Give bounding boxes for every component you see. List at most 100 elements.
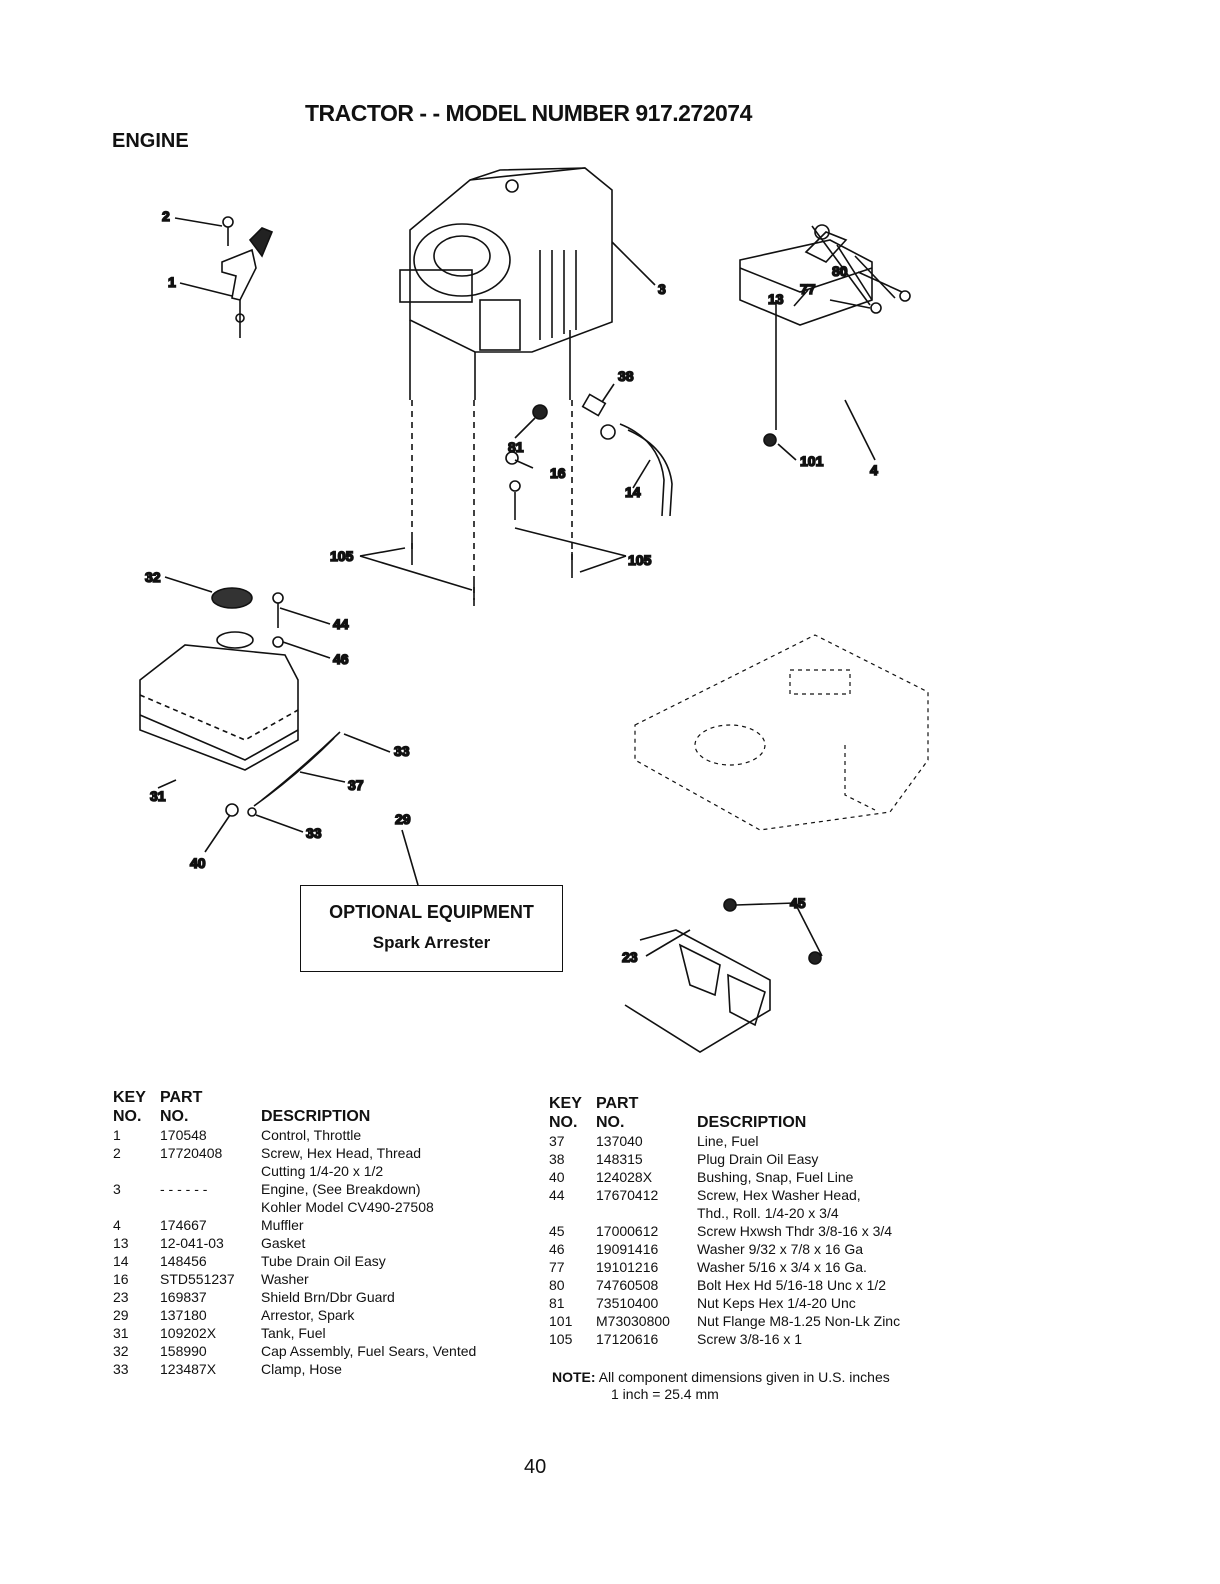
part-description: Clamp, Hose — [261, 1360, 476, 1378]
part-number: 158990 — [160, 1343, 207, 1359]
mounting-screws-drawing — [359, 400, 627, 606]
description-line: Cap Assembly, Fuel Sears, Vented — [261, 1343, 477, 1359]
frame-drawing — [634, 634, 929, 831]
optional-equipment-item: Spark Arrester — [372, 933, 491, 952]
description-line: Cutting 1/4-20 x 1/2 — [261, 1163, 384, 1179]
part-description: Gasket — [261, 1234, 476, 1252]
page-number: 40 — [524, 1456, 547, 1478]
description-line: Bushing, Snap, Fuel Line — [697, 1169, 854, 1185]
description-line: Screw, Hex Head, Thread — [261, 1145, 422, 1161]
section-heading: ENGINE — [112, 130, 189, 152]
description-line: Kohler Model CV490-27508 — [261, 1199, 434, 1215]
callout-label: 13 — [768, 291, 784, 307]
callout-label: 40 — [190, 855, 206, 871]
key-number: 81 — [549, 1295, 565, 1311]
part-number: M73030800 — [596, 1313, 670, 1329]
optional-equipment-box: OPTIONAL EQUIPMENT Spark Arrester — [300, 885, 563, 972]
callout-label: 80 — [832, 263, 848, 279]
callout-label: 46 — [333, 651, 349, 667]
engine-drawing — [399, 167, 656, 400]
optional-equipment-title: OPTIONAL EQUIPMENT — [329, 902, 534, 922]
callout-leaders — [164, 217, 903, 886]
part-number: 170548 — [160, 1127, 207, 1143]
key-number: 2 — [113, 1145, 121, 1161]
callout-label: 16 — [550, 465, 566, 481]
callout-label: 101 — [800, 453, 824, 469]
callout-label: 81 — [508, 439, 524, 455]
part-description: Arrestor, Spark — [261, 1306, 476, 1324]
part-number: 17120616 — [596, 1331, 659, 1347]
part-description: Shield Brn/Dbr Guard — [261, 1288, 476, 1306]
oil-drain-drawing — [505, 393, 673, 520]
note-conversion: 1 inch = 25.4 mm — [611, 1386, 719, 1402]
description-header: DESCRIPTION — [697, 1114, 807, 1131]
part-description: Tank, Fuel — [261, 1324, 476, 1342]
dimension-note: NOTE: All component dimensions given in … — [552, 1369, 890, 1403]
part-description: Washer 5/16 x 3/4 x 16 Ga. — [697, 1258, 900, 1276]
description-line: Engine, (See Breakdown) — [261, 1181, 421, 1197]
part-number: STD551237 — [160, 1271, 235, 1287]
key-number: 31 — [113, 1325, 129, 1341]
part-number: - - - - - - — [160, 1181, 208, 1197]
description-line: Shield Brn/Dbr Guard — [261, 1289, 395, 1305]
table-row: 3- - - - - -Engine, (See Breakdown)Kohle… — [113, 1180, 476, 1216]
part-description: Screw Hxwsh Thdr 3/8-16 x 3/4 — [697, 1222, 900, 1240]
callout-label: 4 — [870, 462, 878, 478]
part-description: Nut Flange M8-1.25 Non-Lk Zinc — [697, 1312, 900, 1330]
muffler-drawing — [739, 224, 911, 461]
fuel-tank-drawing — [139, 587, 341, 853]
description-line: Washer 5/16 x 3/4 x 16 Ga. — [697, 1259, 867, 1275]
description-line: Washer 9/32 x 7/8 x 16 Ga — [697, 1241, 864, 1257]
part-number: 123487X — [160, 1361, 217, 1377]
throttle-control-drawing — [221, 216, 274, 338]
callout-label: 37 — [348, 777, 364, 793]
table-row: 40 124028X Bushing, Snap, Fuel Line — [549, 1168, 900, 1186]
part-description: Washer — [261, 1270, 476, 1288]
part-description: Bolt Hex Hd 5/16-18 Unc x 1/2 — [697, 1276, 900, 1294]
note-text: All component dimensions given in U.S. i… — [598, 1369, 890, 1385]
callout-label: 3 — [658, 281, 666, 297]
key-number: 46 — [549, 1241, 565, 1257]
key-number: 40 — [549, 1169, 565, 1185]
note-label: NOTE: — [552, 1369, 596, 1385]
description-line: Thd., Roll. 1/4-20 x 3/4 — [697, 1205, 839, 1221]
part-description: Plug Drain Oil Easy — [697, 1150, 900, 1168]
key-number: 16 — [113, 1271, 129, 1287]
key-number: 33 — [113, 1361, 129, 1377]
spark-arrester-drawing — [624, 898, 823, 1053]
part-number: 109202X — [160, 1325, 217, 1341]
part-number: 17670412 — [596, 1187, 659, 1203]
part-description: Muffler — [261, 1216, 476, 1234]
description-line: Arrestor, Spark — [261, 1307, 355, 1323]
part-number: 17720408 — [160, 1145, 223, 1161]
part-number: 19101216 — [596, 1259, 659, 1275]
part-description: Tube Drain Oil Easy — [261, 1252, 476, 1270]
part-description: Cap Assembly, Fuel Sears, Vented — [261, 1342, 476, 1360]
part-number: 148456 — [160, 1253, 207, 1269]
callout-label: 23 — [622, 949, 638, 965]
part-description: Control, Throttle — [261, 1126, 476, 1144]
callout-label: 33 — [306, 825, 322, 841]
callout-label: 1 — [168, 274, 176, 290]
callout-label: 77 — [800, 281, 816, 297]
callout-label: 45 — [790, 895, 806, 911]
part-number: 124028X — [596, 1169, 653, 1185]
